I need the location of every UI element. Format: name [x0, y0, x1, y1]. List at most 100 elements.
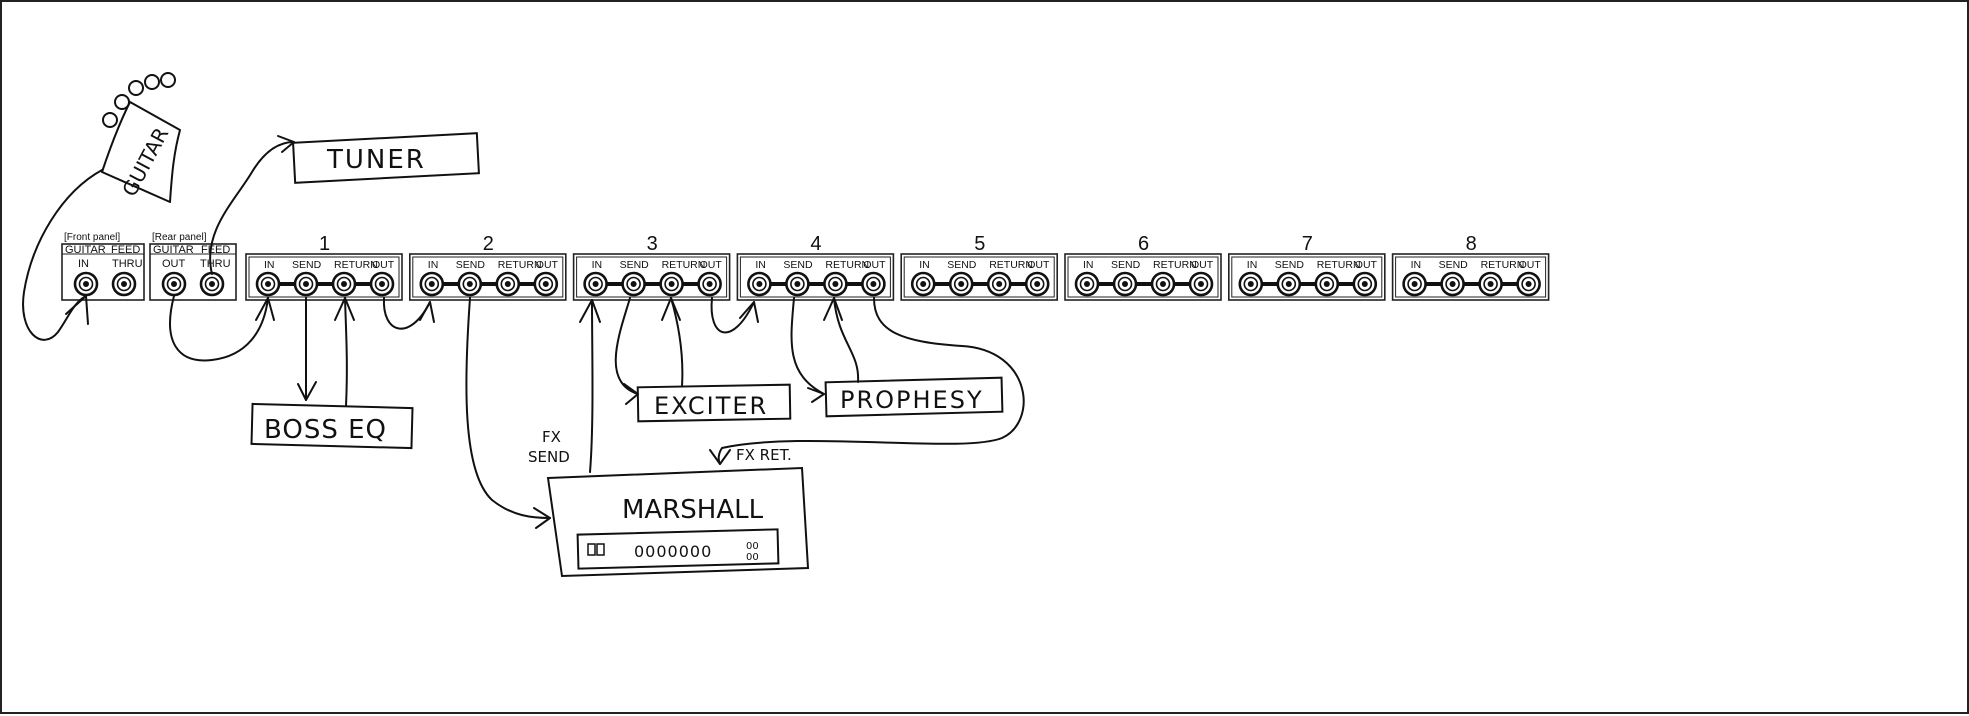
jack-label-send: SEND — [292, 259, 322, 271]
jack-label-return: RETURN — [1153, 259, 1197, 271]
fx-send-label-1: FX — [542, 428, 561, 446]
jack-label-return: RETURN — [1317, 259, 1361, 271]
tuner-box: TUNER — [292, 132, 480, 184]
exciter-box: EXCITER — [636, 383, 792, 423]
exciter-label: EXCITER — [654, 392, 768, 420]
jack-icon[interactable] — [910, 271, 936, 297]
jack-label-return: RETURN — [1481, 259, 1525, 271]
jack-icon[interactable] — [1188, 271, 1214, 297]
jack-icon[interactable] — [331, 271, 357, 297]
jack-label-out: OUT — [536, 259, 559, 271]
jack-label-send: SEND — [456, 259, 486, 271]
jack-label-out: OUT — [372, 259, 395, 271]
jack-icon[interactable] — [1150, 271, 1176, 297]
jack-label-send: SEND — [947, 259, 977, 271]
jack-icon[interactable] — [1478, 271, 1503, 297]
loop-number: 8 — [1466, 233, 1477, 255]
jack-icon[interactable] — [1402, 271, 1427, 297]
jack-icon[interactable] — [986, 271, 1012, 297]
amp-icon: MARSHALL 0000000 00 00 — [546, 466, 810, 578]
boss-eq-box: BOSS EQ — [250, 402, 414, 450]
jack-icon[interactable] — [73, 271, 99, 297]
jack-icon[interactable] — [1112, 271, 1138, 297]
loop-number: 4 — [810, 233, 821, 255]
jack-icon[interactable] — [583, 271, 608, 297]
jack-icon[interactable] — [161, 271, 187, 297]
fx-send-label-2: SEND — [528, 448, 570, 466]
jack-icon[interactable] — [785, 271, 810, 297]
loop-number: 6 — [1138, 233, 1149, 255]
jack-label-return: RETURN — [825, 259, 869, 271]
rear-header-guitar: GUITAR — [153, 244, 194, 256]
jack-label-in: IN — [919, 259, 930, 271]
front-panel-caption: [Front panel] — [64, 232, 120, 243]
jack-icon[interactable] — [659, 271, 684, 297]
jack-label-send: SEND — [1439, 259, 1469, 271]
rear-panel: [Rear panel] GUITAR FEED OUT THRU — [149, 232, 237, 301]
jack-label-in: IN — [1247, 259, 1258, 271]
jack-label-out: OUT — [700, 259, 723, 271]
jack-icon[interactable] — [1238, 271, 1264, 297]
jack-icon[interactable] — [697, 271, 722, 297]
rear-header-feed: FEED — [201, 244, 230, 256]
rear-jack-label-out: OUT — [162, 258, 186, 270]
jack-label-in: IN — [1083, 259, 1094, 271]
jack-icon[interactable] — [861, 271, 886, 297]
jack-label-in: IN — [1411, 259, 1422, 271]
jack-icon[interactable] — [948, 271, 974, 297]
rear-jack-label-thru: THRU — [200, 258, 231, 270]
loop-number: 1 — [319, 233, 330, 255]
jack-label-return: RETURN — [662, 259, 706, 271]
marshall-knobs: 0000000 — [634, 542, 712, 561]
jack-icon[interactable] — [1276, 271, 1302, 297]
jack-label-return: RETURN — [989, 259, 1033, 271]
jack-icon[interactable] — [1024, 271, 1050, 297]
jack-icon[interactable] — [293, 271, 319, 297]
jack-icon[interactable] — [747, 271, 772, 297]
jack-icon[interactable] — [255, 271, 281, 297]
jack-icon[interactable] — [823, 271, 848, 297]
jack-icon[interactable] — [533, 271, 559, 297]
prophesy-label: PROPHESY — [840, 386, 984, 414]
boss-eq-label: BOSS EQ — [264, 415, 387, 445]
fx-ret-label: FX RET. — [736, 446, 792, 464]
jack-label-in: IN — [755, 259, 766, 271]
loop-number: 3 — [647, 233, 658, 255]
jack-label-out: OUT — [863, 259, 886, 271]
jack-icon[interactable] — [457, 271, 483, 297]
jack-icon[interactable] — [1314, 271, 1340, 297]
jack-label-return: RETURN — [498, 259, 542, 271]
guitar-headstock-icon: GUITAR — [101, 72, 181, 203]
jack-label-in: IN — [592, 259, 603, 271]
jack-icon[interactable] — [495, 271, 521, 297]
prophesy-box: PROPHESY — [824, 376, 1004, 418]
jack-icon[interactable] — [1352, 271, 1378, 297]
jack-icon[interactable] — [621, 271, 646, 297]
jack-icon[interactable] — [1516, 271, 1541, 297]
jack-icon[interactable] — [111, 271, 137, 297]
jack-label-return: RETURN — [334, 259, 378, 271]
jack-label-in: IN — [428, 259, 439, 271]
jack-icon[interactable] — [369, 271, 395, 297]
jack-icon[interactable] — [1440, 271, 1465, 297]
jack-icon[interactable] — [199, 271, 225, 297]
jack-label-out: OUT — [1191, 259, 1214, 271]
jack-label-out: OUT — [1027, 259, 1050, 271]
front-panel: [Front panel] GUITAR FEED IN THRU — [61, 232, 145, 301]
jack-icon[interactable] — [1074, 271, 1100, 297]
marshall-jacks-bottom: 00 — [746, 552, 759, 563]
jack-label-out: OUT — [1355, 259, 1378, 271]
rear-panel-caption: [Rear panel] — [152, 232, 207, 243]
front-jack-label-in: IN — [78, 258, 89, 270]
jack-icon[interactable] — [419, 271, 445, 297]
jack-label-send: SEND — [1275, 259, 1305, 271]
front-jack-label-thru: THRU — [112, 258, 143, 270]
